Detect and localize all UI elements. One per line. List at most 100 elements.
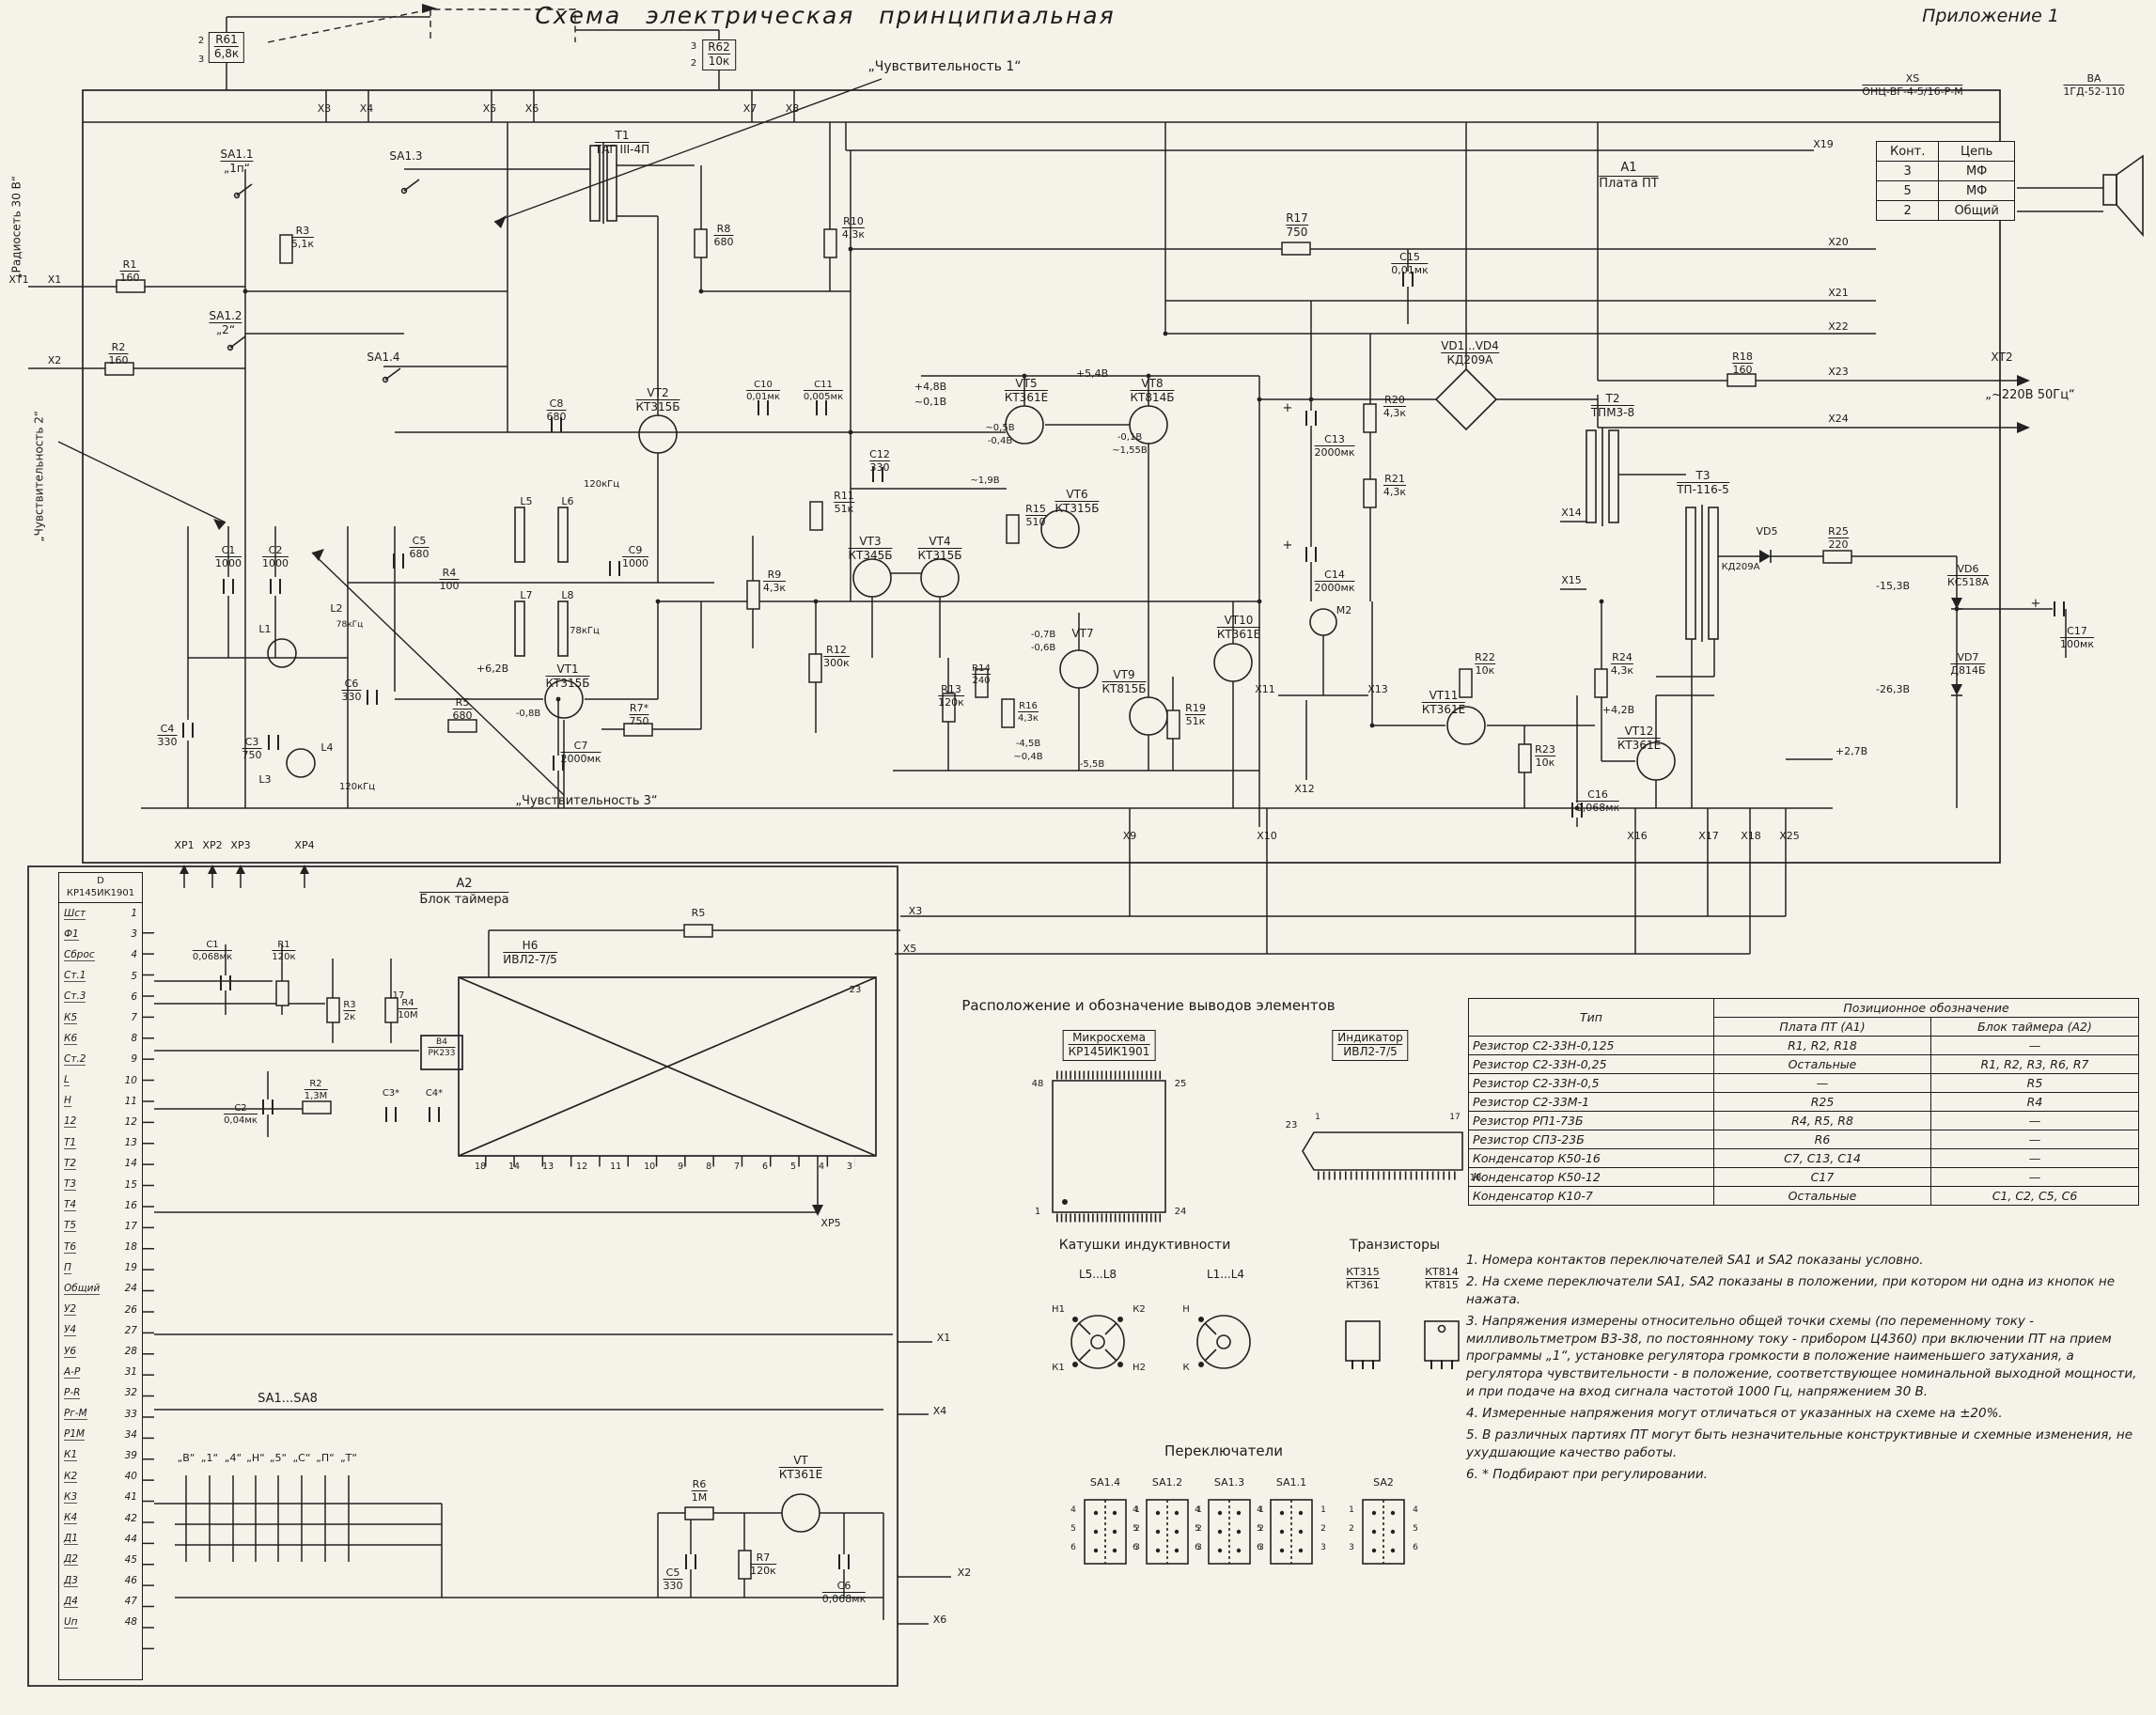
ic-pin-name: Р-R	[64, 1386, 81, 1399]
display-pin: 6	[762, 1162, 769, 1172]
ic-pin-number: 4	[131, 949, 137, 961]
ic-pin-row: Рг-М 33	[59, 1404, 142, 1425]
ic-pin-number: 42	[124, 1512, 137, 1524]
parts-table-row: Резистор С2-33Н-0,25 Остальные R1, R2, R…	[1468, 1054, 2139, 1074]
ic-pin-number: 6	[131, 990, 137, 1003]
arrow-marks	[57, 78, 883, 796]
flag-icon	[422, 4, 437, 13]
part-a2-cell: R4	[1930, 1092, 2139, 1112]
ic-pin-row: У6 28	[59, 1341, 142, 1362]
part-type-cell: Резистор С2-33Н-0,125	[1468, 1036, 1714, 1055]
speaker-col-contact: Конт.	[1875, 141, 1940, 162]
display-pin: 5	[789, 1162, 797, 1172]
pinout-dots	[1062, 1199, 1396, 1553]
ic-pin-name: Рг-М	[64, 1408, 87, 1421]
part-a2-cell: —	[1930, 1148, 2139, 1168]
ic-pin-number: 7	[131, 1012, 137, 1024]
ic-pin-number: 24	[124, 1283, 137, 1295]
ic-pin-name: Ст.3	[64, 990, 86, 1004]
part-a1-cell: R25	[1713, 1092, 1931, 1112]
ic-pin-row: У2 26	[59, 1300, 142, 1320]
ic-pin-name: Д1	[64, 1533, 78, 1546]
part-a2-cell: С1, С2, С5, С6	[1930, 1186, 2139, 1206]
ic-pin-number: 44	[124, 1533, 137, 1545]
parts-table: Тип Позиционное обозначение Плата ПТ (А1…	[1468, 998, 2139, 1206]
display-pin: 4	[818, 1162, 824, 1172]
ic-pin-number: 31	[124, 1366, 137, 1379]
ic-pin-row: Uп 48	[59, 1612, 142, 1632]
parts-col-a1: Плата ПТ (А1)	[1713, 1017, 1931, 1037]
note-item: 1. Номера контактов переключателей SA1 и…	[1466, 1253, 1924, 1268]
ic-pin-number: 46	[124, 1575, 137, 1587]
ic-pin-name: Н	[64, 1095, 71, 1108]
ic-pin-name: Р1М	[64, 1428, 86, 1442]
display-pin: 11	[610, 1162, 622, 1172]
ic-pin-name: Т2	[64, 1157, 77, 1170]
timer-ic-type: КР145ИК1901	[66, 887, 135, 898]
part-a2-cell: —	[1930, 1036, 2139, 1055]
parts-table-row: Резистор С2-33Н-0,125 R1, R2, R18 —	[1468, 1036, 2139, 1055]
pinout-drawings	[1052, 1080, 1463, 1565]
ic-pin-name: Т3	[64, 1178, 77, 1192]
speaker-table-row: 5 МФ	[1875, 180, 2015, 201]
ic-pin-name: У6	[64, 1345, 77, 1358]
resistor-symbols	[104, 228, 1852, 1580]
wires-top	[83, 16, 2017, 429]
parts-table-row: Резистор С2-33Н-0,5 — R5	[1468, 1073, 2139, 1093]
part-type-cell: Конденсатор К50-16	[1468, 1148, 1714, 1168]
ic-pin-row: Ст.1 5	[59, 966, 142, 987]
ic-pin-number: 9	[131, 1053, 137, 1066]
ic-pin-number: 40	[124, 1471, 137, 1483]
ic-pin-row: Т3 15	[59, 1174, 142, 1194]
part-type-cell: Резистор С2-33Н-0,25	[1468, 1054, 1714, 1074]
ic-pin-number: 28	[124, 1346, 137, 1358]
ic-pin-name: К6	[64, 1032, 78, 1045]
ic-pin-name: А-Р	[64, 1365, 81, 1379]
speaker-table-row: 3 МФ	[1875, 161, 2015, 181]
ic-pin-name: К4	[64, 1512, 78, 1525]
part-a1-cell: R4, R5, R8	[1713, 1111, 1931, 1130]
timer-ic-designator: D	[97, 876, 104, 886]
ic-pin-row: А-Р 31	[59, 1362, 142, 1382]
ic-pin-name: К1	[64, 1449, 78, 1462]
ic-pin-name: Т4	[64, 1199, 77, 1212]
ic-pin-number: 18	[124, 1241, 137, 1254]
speaker-circuit-cell: Общий	[1938, 200, 2015, 221]
ic-pin-name: У2	[64, 1303, 77, 1317]
part-a1-cell: Остальные	[1713, 1054, 1931, 1074]
parts-table-row: Конденсатор К50-12 С17 —	[1468, 1167, 2139, 1187]
ic-pin-number: 14	[124, 1158, 137, 1170]
speaker-contact-cell: 2	[1875, 200, 1940, 221]
wires-right	[1258, 301, 2067, 827]
timer-ic-header: D КР145ИК1901	[59, 873, 142, 903]
ic-pin-number: 48	[124, 1616, 137, 1629]
display-pin: 7	[734, 1162, 741, 1172]
ic-pin-name: Ст.1	[64, 970, 86, 983]
ic-pin-number: 32	[124, 1387, 137, 1399]
page-title: Схема электрическая принципиальная	[535, 2, 1116, 29]
ic-pin-number: 39	[124, 1449, 137, 1461]
part-a1-cell: С7, С13, С14	[1713, 1148, 1931, 1168]
ic-pin-row: Р1М 34	[59, 1425, 142, 1445]
ic-pin-number: 41	[124, 1491, 137, 1504]
ic-pin-number: 34	[124, 1428, 137, 1441]
speaker-table-row: 2 Общий	[1875, 200, 2015, 221]
display-pin: 13	[542, 1162, 555, 1172]
parts-col-a2: Блок таймера (А2)	[1930, 1017, 2139, 1037]
speaker-contact-cell: 5	[1875, 180, 1940, 201]
ic-pin-row: Ф1 3	[59, 924, 142, 944]
ic-pin-row: П 19	[59, 1257, 142, 1278]
part-type-cell: Резистор С2-33М-1	[1468, 1092, 1714, 1112]
ic-pin-row: Д4 47	[59, 1591, 142, 1612]
speaker-contact-cell: 3	[1875, 161, 1940, 181]
ic-pin-name: К2	[64, 1470, 78, 1483]
part-a1-cell: С17	[1713, 1167, 1931, 1187]
ic-pin-number: 26	[124, 1303, 137, 1316]
note-item: 2. На схеме переключатели SA1, SA2 показ…	[1466, 1273, 2116, 1307]
ic-pin-number: 16	[124, 1199, 137, 1211]
ic-pin-number: 11	[124, 1095, 137, 1107]
ic-pin-row: Ст.2 9	[59, 1049, 142, 1069]
